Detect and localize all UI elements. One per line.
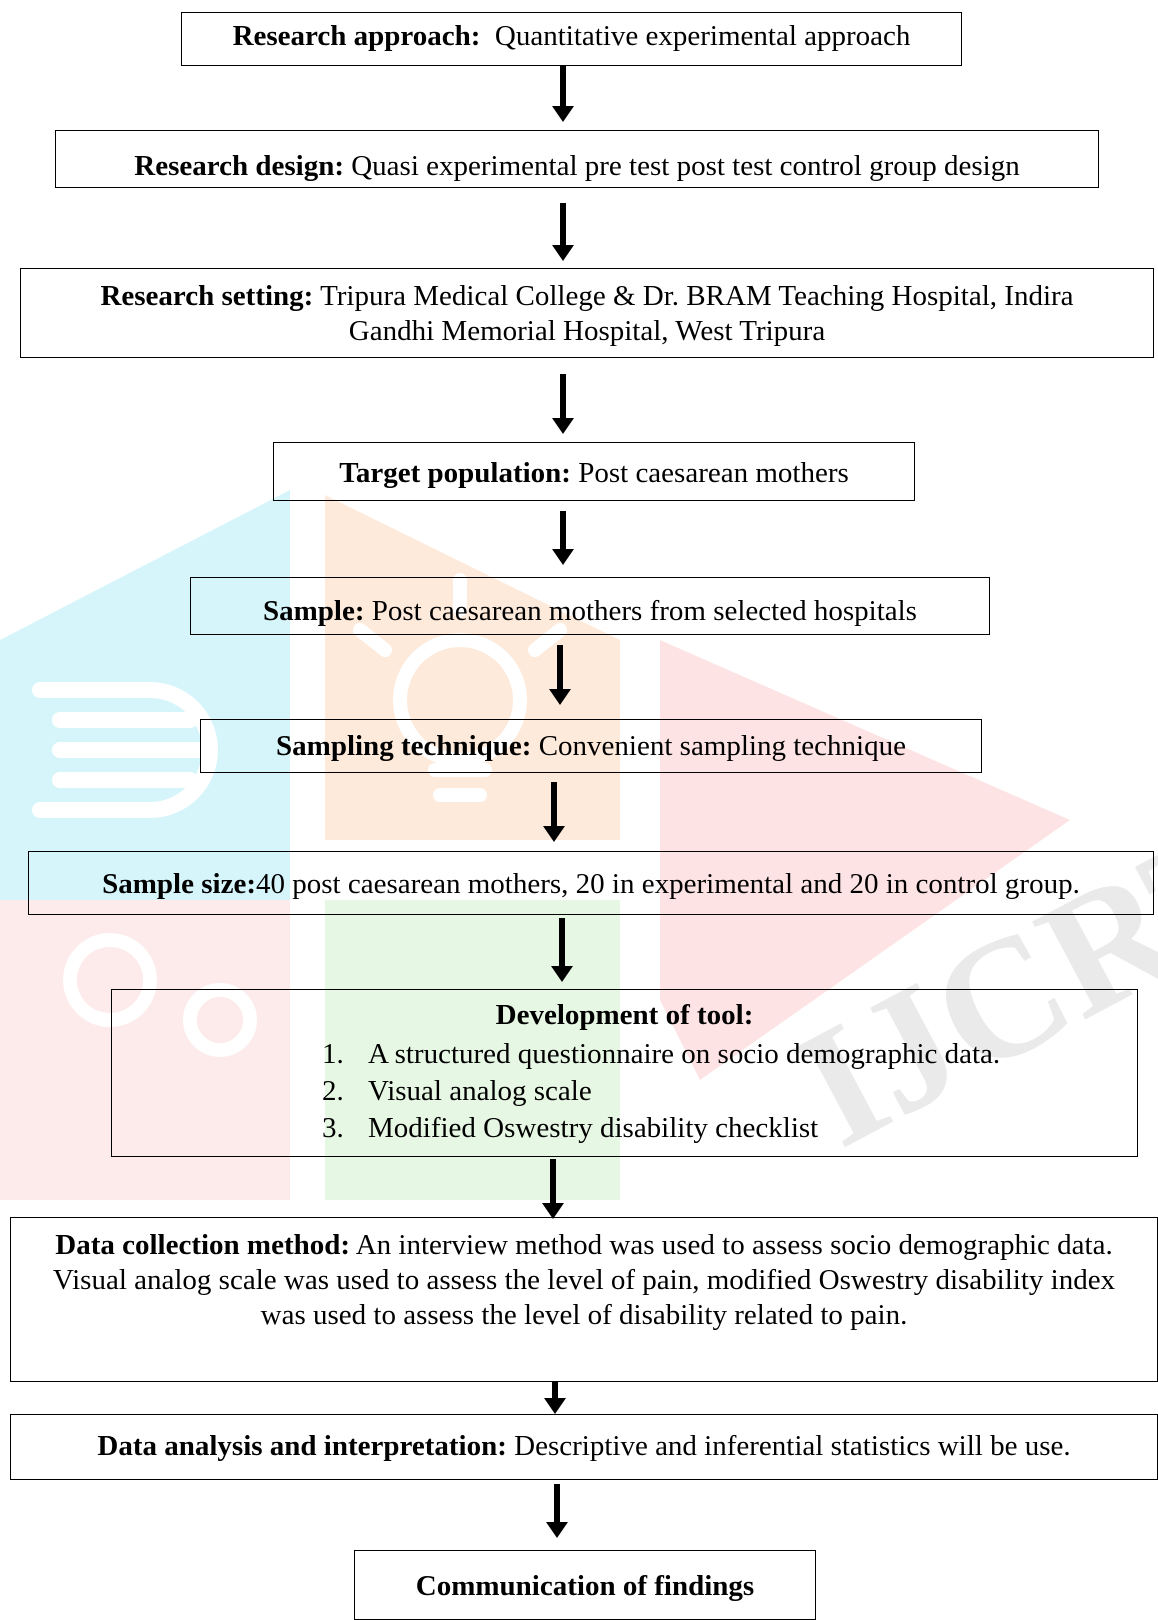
watermark-red-shape <box>660 640 1070 1080</box>
step-label: Research design: <box>134 150 344 182</box>
flow-arrow <box>543 782 565 842</box>
step-sample: Sample: Post caesarean mothers from sele… <box>190 577 990 635</box>
flow-arrow <box>549 645 571 705</box>
flow-arrow <box>552 374 574 434</box>
step-text: Post caesarean mothers <box>578 457 849 489</box>
step-text: Descriptive and inferential statistics w… <box>514 1430 1071 1462</box>
watermark-orange-shape <box>325 495 620 840</box>
flow-arrow <box>552 203 574 261</box>
flow-arrow <box>552 511 574 565</box>
step-text: An interview method was used to assess s… <box>52 1229 1116 1331</box>
flow-arrow <box>544 1382 566 1414</box>
flow-arrow <box>546 1484 568 1538</box>
step-label: Development of tool: <box>495 999 754 1031</box>
flow-arrow <box>552 66 574 122</box>
step-label: Sample size: <box>102 868 256 900</box>
watermark-green-shape <box>325 900 620 1200</box>
step-data-collection-method: Data collection method: An interview met… <box>10 1217 1158 1382</box>
step-label: Data collection method: <box>55 1229 351 1261</box>
step-sampling-technique: Sampling technique: Convenient sampling … <box>200 719 982 773</box>
step-text: Post caesarean mothers from selected hos… <box>371 595 917 627</box>
step-label: Sampling technique: <box>276 730 532 762</box>
watermark-gear-icon <box>63 933 257 1057</box>
step-research-approach: Research approach: Quantitative experime… <box>181 12 962 66</box>
tool-list: 1.A structured questionnaire on socio de… <box>322 1036 1000 1147</box>
step-label: Research setting: <box>100 280 314 312</box>
step-development-of-tool: Development of tool: 1.A structured ques… <box>111 989 1138 1157</box>
step-label: Communication of findings <box>415 1570 755 1602</box>
step-label: Target population: <box>339 457 571 489</box>
step-sample-size: Sample size:40 post caesarean mothers, 2… <box>28 851 1154 915</box>
step-text: 40 post caesarean mothers, 20 in experim… <box>255 868 1080 900</box>
tool-list-item: 3.Modified Oswestry disability checklist <box>322 1112 819 1144</box>
flow-arrow <box>542 1159 564 1219</box>
step-text: Quasi experimental pre test post test co… <box>351 150 1020 182</box>
step-target-population: Target population: Post caesarean mother… <box>273 442 915 501</box>
watermark-circuit-icon <box>32 682 218 818</box>
step-data-analysis: Data analysis and interpretation: Descri… <box>10 1414 1158 1480</box>
flow-arrow <box>551 918 573 982</box>
step-research-setting: Research setting: Tripura Medical Colleg… <box>20 268 1154 358</box>
tool-list-item: 1.A structured questionnaire on socio de… <box>322 1038 1001 1070</box>
step-text: Convenient sampling technique <box>538 730 906 762</box>
step-communication-of-findings: Communication of findings <box>354 1550 816 1620</box>
step-research-design: Research design: Quasi experimental pre … <box>55 130 1099 188</box>
step-label: Sample: <box>263 595 365 627</box>
step-text: Tripura Medical College & Dr. BRAM Teach… <box>320 280 1074 347</box>
tool-list-item: 2.Visual analog scale <box>322 1075 592 1107</box>
step-label: Research approach: <box>232 20 481 52</box>
step-label: Data analysis and interpretation: <box>97 1430 507 1462</box>
step-text: Quantitative experimental approach <box>494 20 911 52</box>
watermark-bulb-icon <box>353 573 567 802</box>
